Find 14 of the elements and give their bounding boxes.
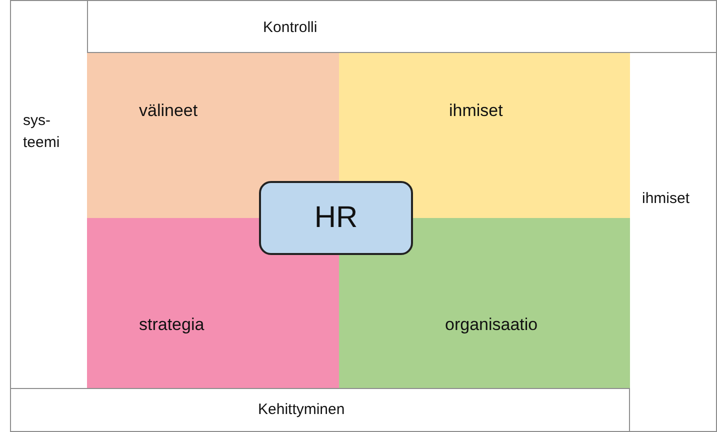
center-box	[259, 181, 413, 255]
quadrant-label: strategia	[139, 314, 204, 336]
quadrant-label: välineet	[139, 100, 198, 122]
quadrant-label: HR	[314, 200, 358, 236]
band-box	[629, 52, 717, 432]
quadrant-label: Kehittyminen	[258, 400, 345, 420]
band-box	[10, 388, 630, 432]
quadrant-label: ihmiset	[642, 189, 690, 209]
band-box	[10, 0, 88, 389]
quadrant-label: ihmiset	[449, 100, 503, 122]
quadrant-label: sys- teemi	[23, 111, 61, 153]
band-box	[87, 0, 717, 53]
quadrant-label: organisaatio	[445, 314, 538, 336]
quadrant-label: Kontrolli	[263, 18, 318, 38]
